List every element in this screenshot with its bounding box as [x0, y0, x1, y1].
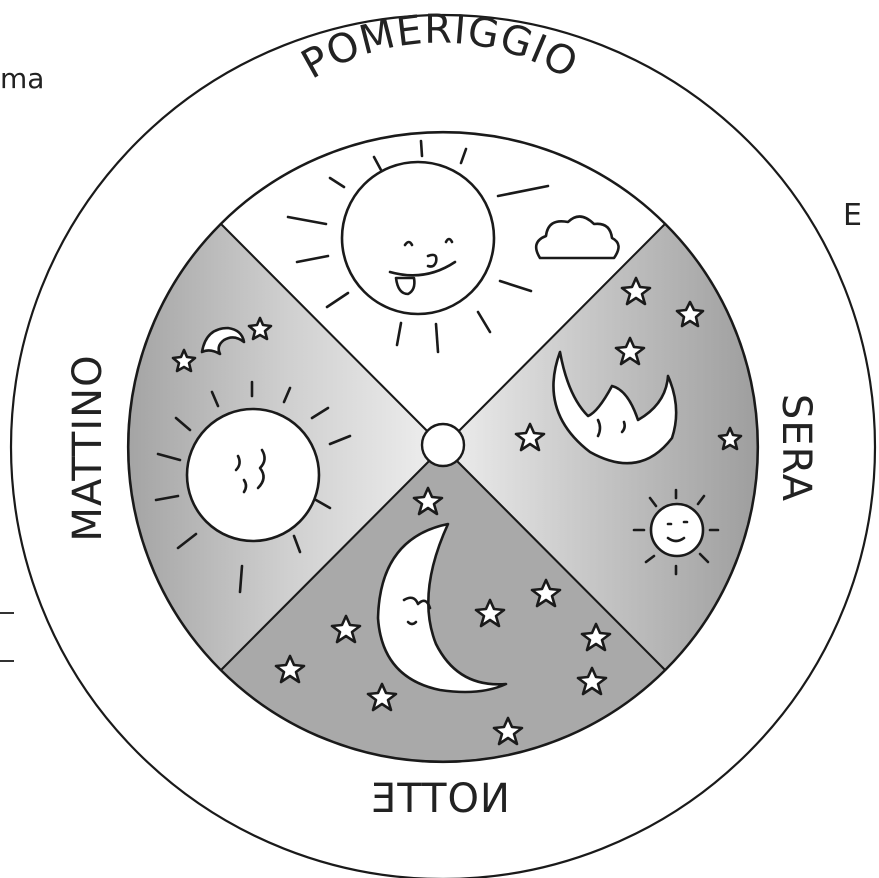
label-sera: SERA: [773, 394, 819, 502]
margin-text-fragment-right: E: [843, 198, 862, 233]
notte-crescent-moon-icon: [376, 522, 508, 694]
label-mattino: MATTINO: [65, 354, 111, 541]
sera-small-sun-icon: [632, 488, 720, 576]
inner-ring: [126, 130, 760, 764]
sleepy-sun-icon: [154, 380, 352, 594]
center-hub: [420, 422, 466, 468]
sera-crescent-moon-icon: [552, 350, 678, 465]
margin-text-fragment-left: ma: [0, 62, 45, 95]
sera-stars-icon: [514, 276, 743, 452]
cloud-icon: [534, 215, 620, 260]
smiling-sun-icon: [286, 139, 550, 354]
mattino-moon-and-stars-icon: [171, 316, 273, 373]
notte-stars-icon: [274, 486, 612, 746]
margin-tick-2: [0, 660, 14, 662]
margin-tick-1: [0, 612, 14, 614]
label-notte: NOTTE: [370, 776, 510, 822]
